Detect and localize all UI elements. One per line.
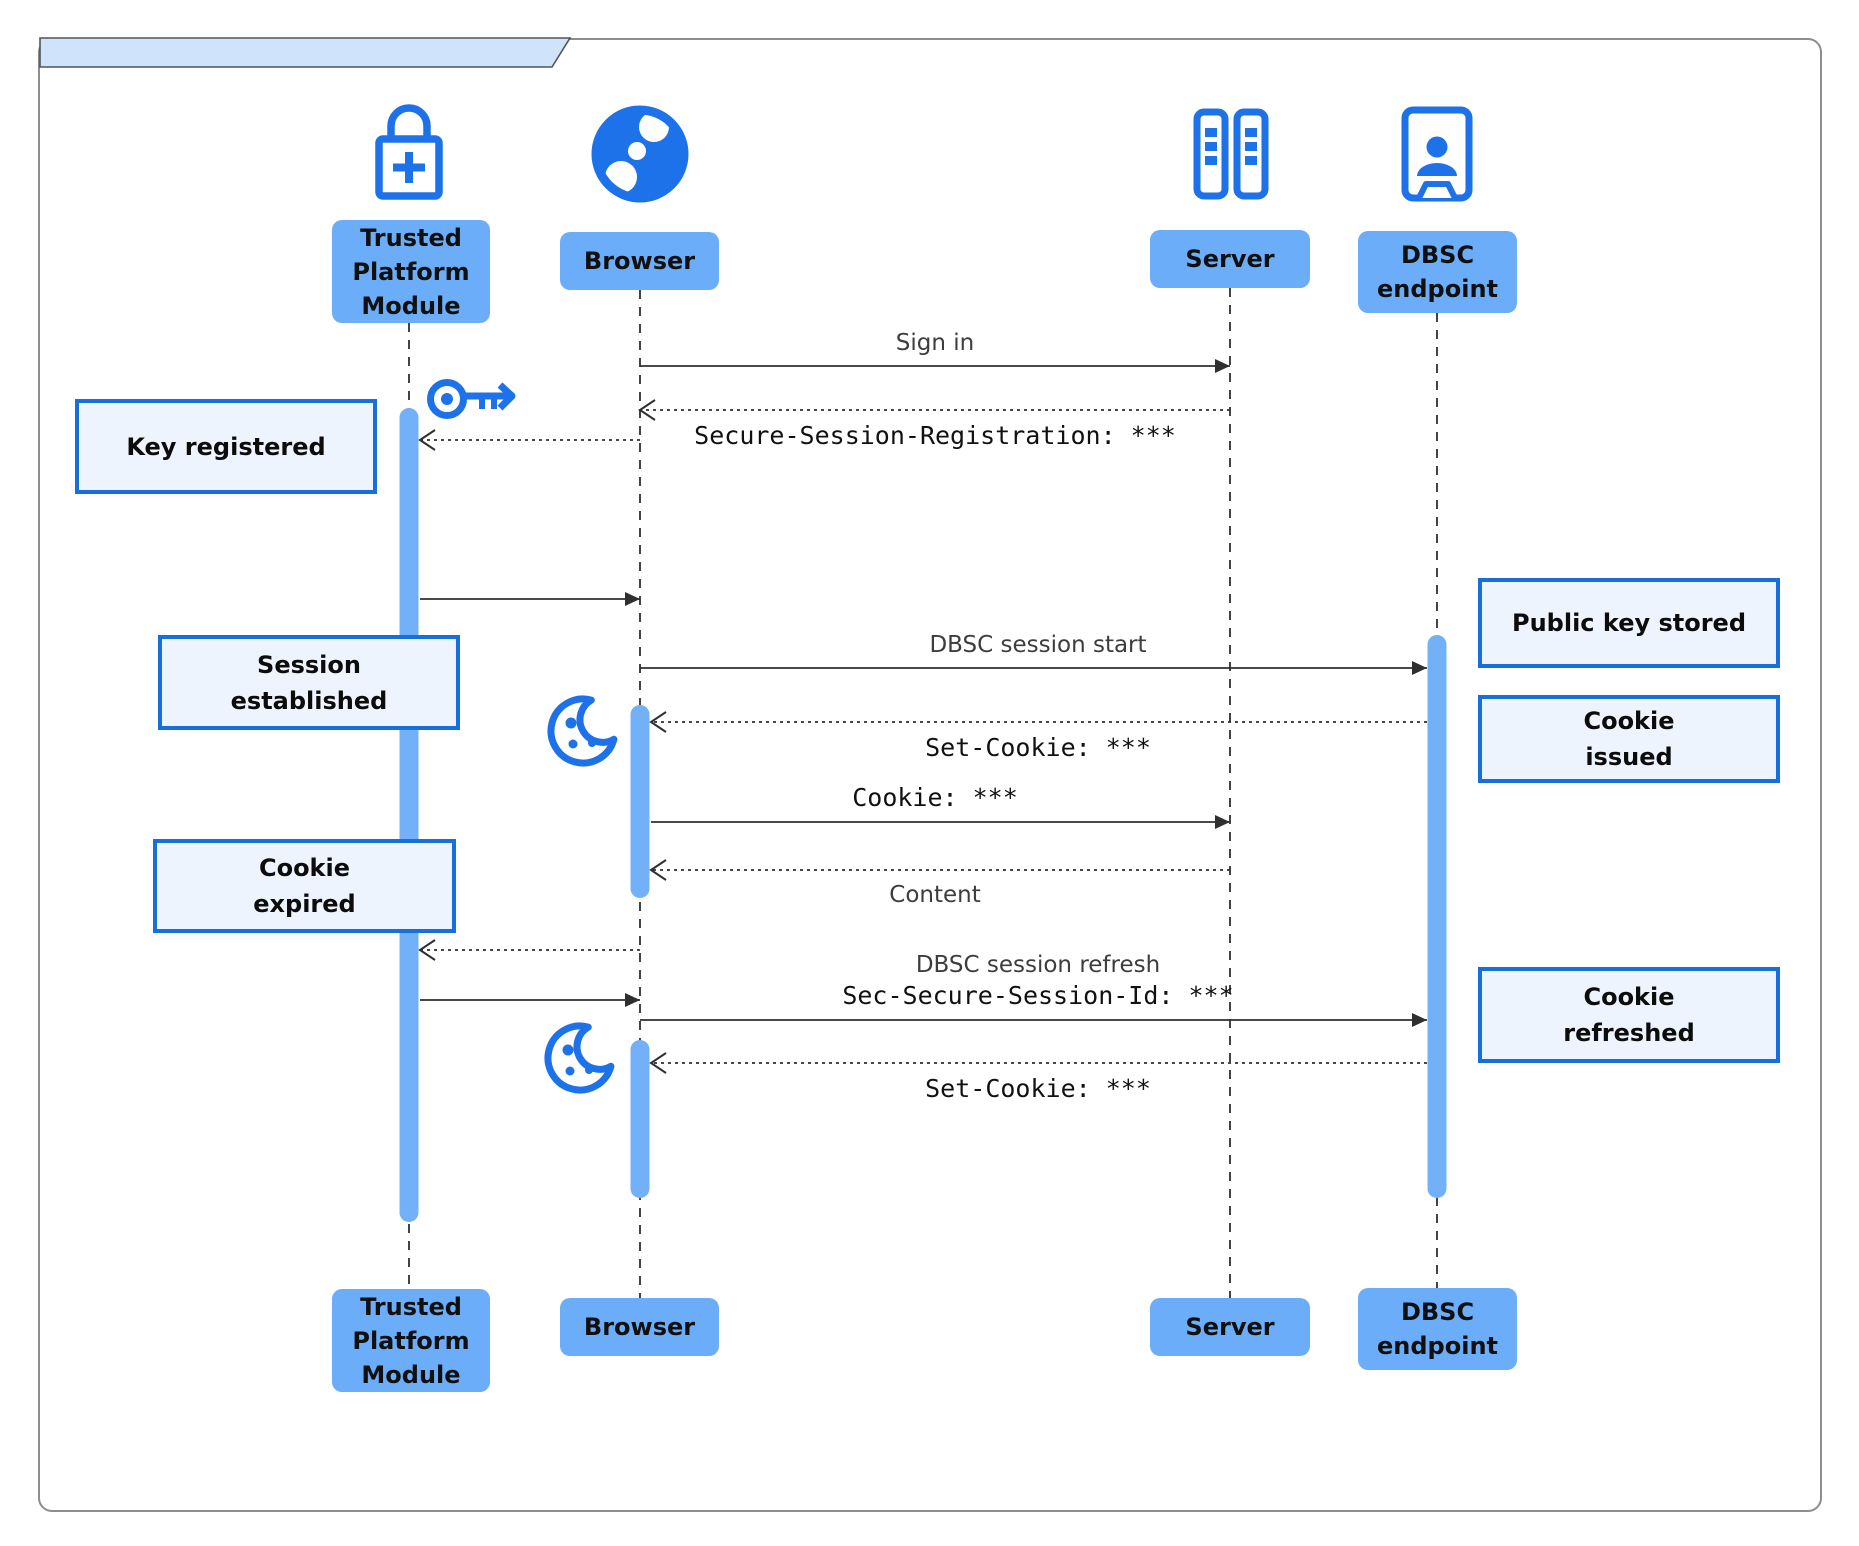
note-cookie-expired-line: expired [253, 890, 356, 918]
msg-sign-in-arrowhead-icon [1215, 359, 1230, 373]
msg-sign-in-label: Sign in [896, 328, 974, 358]
msg-dbsc-session-refresh [640, 1013, 1427, 1027]
participant-browser-top-label-line: Browser [583, 247, 696, 275]
browser-activation-1 [630, 705, 650, 898]
msg-tpm-to-browser-key [420, 592, 640, 606]
participant-tpm-bottom-label-line: Module [361, 1360, 461, 1389]
participant-dbsc-top-label-line: endpoint [1377, 275, 1498, 303]
note-cookie-expired: Cookie expired [153, 839, 456, 933]
participant-browser-bottom-label: Browser [560, 1298, 719, 1356]
msg-set-cookie-2-label: Set-Cookie: *** [925, 1073, 1151, 1105]
note-public-key-stored: Public key stored [1478, 578, 1780, 668]
msg-tpm-to-browser-key-arrowhead-icon [625, 592, 640, 606]
msg-set-cookie-2-open-arrowhead-icon [649, 1052, 667, 1074]
participant-tpm-top-label-line: Module [361, 291, 461, 320]
note-key-registered-line: Key registered [126, 432, 326, 461]
note-session-established-line: Session [257, 650, 361, 679]
msg-cookie-label: Cookie: *** [852, 782, 1018, 814]
key-icon [427, 379, 516, 419]
msg-dbsc-session-refresh-arrowhead-icon [1412, 1013, 1427, 1027]
msg-secure-session-registration-open-arrowhead-icon [638, 399, 656, 421]
note-cookie-refreshed: Cookie refreshed [1478, 967, 1780, 1063]
msg-dbsc-session-start-label: DBSC session start [929, 630, 1146, 660]
note-public-key-stored-line: Public key stored [1511, 609, 1747, 637]
msg-set-cookie-1-label: Set-Cookie: *** [925, 732, 1151, 764]
id-badge-icon [1401, 106, 1473, 202]
participant-dbsc-bottom-label-line: DBSC [1400, 1298, 1475, 1326]
msg-secure-session-registration [638, 399, 1230, 421]
cookie-icon [544, 1022, 615, 1094]
browser-activation-2 [630, 1040, 650, 1198]
participant-server-top-label: Server [1150, 230, 1310, 288]
msg-dbsc-session-start [640, 661, 1427, 675]
participant-dbsc-top-label: DBSC endpoint [1358, 231, 1517, 313]
msg-content-label-line: Content [889, 882, 981, 908]
cookie-icon [547, 695, 618, 767]
msg-sign-in-label-line: Sign in [895, 330, 975, 356]
participant-tpm-bottom-label-line: Platform [352, 1326, 470, 1355]
participant-server-top-label-line: Server [1185, 245, 1275, 273]
note-key-registered: Key registered [75, 399, 377, 494]
note-cookie-issued: Cookie issued [1478, 695, 1780, 783]
msg-cookie-label-line: Cookie: *** [852, 783, 1018, 812]
msg-cookie [651, 815, 1230, 829]
msg-set-cookie-2-label-line: Set-Cookie: *** [925, 1074, 1151, 1103]
note-cookie-issued-line: issued [1585, 743, 1673, 771]
note-cookie-expired-line: Cookie [258, 854, 351, 882]
msg-secure-session-registration-label: Secure-Session-Registration: *** [694, 420, 1176, 452]
note-session-established-line: established [230, 686, 388, 715]
msg-set-cookie-2 [649, 1052, 1427, 1074]
msg-content-label: Content [889, 880, 980, 910]
msg-content-open-arrowhead-icon [649, 859, 667, 881]
participant-browser-top-label: Browser [560, 232, 719, 290]
msg-sign-in [640, 359, 1230, 373]
note-cookie-refreshed-line: Cookie [1583, 983, 1675, 1011]
participant-tpm-bottom-label-line: Trusted [360, 1292, 462, 1321]
participant-dbsc-bottom-label: DBSC endpoint [1358, 1288, 1517, 1370]
msg-set-cookie-1 [649, 711, 1427, 733]
msg-set-cookie-1-label-line: Set-Cookie: *** [925, 733, 1151, 762]
note-cookie-refreshed-line: refreshed [1563, 1019, 1695, 1047]
msg-cookie-arrowhead-icon [1215, 815, 1230, 829]
participant-browser-bottom-label-line: Browser [583, 1313, 696, 1341]
note-session-established: Session established [158, 635, 460, 730]
msg-browser-to-tpm-register-open-arrowhead-icon [418, 429, 436, 451]
dbsc-activation [1427, 635, 1447, 1198]
participant-tpm-top-label-line: Trusted [360, 223, 462, 252]
msg-tpm-to-browser-sign-arrowhead-icon [625, 993, 640, 1007]
participant-tpm-top-label-line: Platform [352, 257, 470, 286]
participant-server-bottom-label-line: Server [1185, 1313, 1275, 1341]
participant-dbsc-bottom-label-line: endpoint [1377, 1332, 1498, 1360]
msg-browser-to-tpm-refresh-open-arrowhead-icon [418, 939, 436, 961]
msg-dbsc-session-start-label-line: DBSC session start [929, 632, 1147, 658]
note-cookie-issued-line: Cookie [1583, 707, 1675, 735]
title-tab [39, 37, 572, 68]
msg-secure-session-registration-label-line: Secure-Session-Registration: *** [694, 421, 1176, 450]
tpm-activation [399, 408, 419, 1222]
msg-set-cookie-1-open-arrowhead-icon [649, 711, 667, 733]
server-icon [1193, 108, 1269, 200]
msg-browser-to-tpm-register [418, 429, 640, 451]
participant-dbsc-top-label-line: DBSC [1400, 241, 1475, 269]
msg-tpm-to-browser-sign [420, 993, 640, 1007]
msg-dbsc-session-refresh-label-line: Sec-Secure-Session-Id: *** [842, 981, 1234, 1010]
participant-server-bottom-label: Server [1150, 1298, 1310, 1356]
globe-icon [591, 105, 689, 203]
msg-content [649, 859, 1230, 881]
lock-plus-icon [375, 104, 443, 200]
msg-dbsc-session-refresh-label-line: DBSC session refresh [915, 952, 1161, 978]
msg-browser-to-tpm-refresh [418, 939, 640, 961]
msg-dbsc-session-start-arrowhead-icon [1412, 661, 1427, 675]
